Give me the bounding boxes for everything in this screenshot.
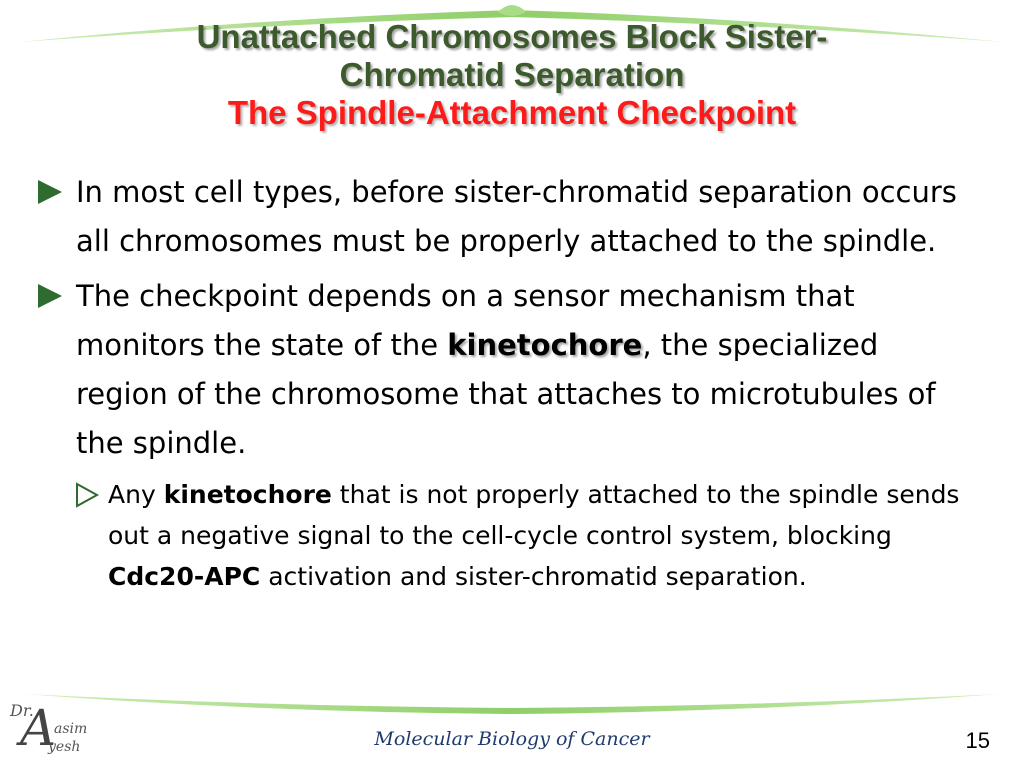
bullet-arrow-icon: [38, 284, 62, 308]
page-number: 15: [965, 728, 990, 753]
top-swoosh-decoration: [20, 5, 1004, 42]
sub-bullet-text-3: activation and sister-chromatid separati…: [260, 562, 807, 591]
logo-initial: A: [20, 699, 57, 757]
bullet-arrow-icon: [38, 180, 62, 204]
slide-content: In most cell types, before sister-chroma…: [38, 168, 978, 597]
logo-line-2: yesh: [48, 739, 81, 755]
title-line-2: Chromatid Separation: [339, 56, 685, 93]
logo-line-1: asim: [54, 721, 88, 737]
footer-course-title: Molecular Biology of Cancer: [374, 728, 650, 750]
bullet-item-2: The checkpoint depends on a sensor mecha…: [38, 272, 978, 468]
bullet-text-after: , the specialized region of the chromoso…: [76, 328, 936, 460]
keyword-kinetochore-sub: kinetochore: [163, 480, 332, 509]
keyword-kinetochore: kinetochore: [447, 328, 643, 362]
bullet-text: In most cell types, before sister-chroma…: [76, 175, 957, 258]
title-line-1: Unattached Chromosomes Block Sister-: [196, 18, 828, 55]
slide-title: Unattached Chromosomes Block Sister- Chr…: [40, 18, 984, 132]
sub-bullet-text-2: that is not properly attached to the spi…: [108, 480, 960, 550]
hollow-arrow-icon: [76, 482, 100, 508]
keyword-cdc20-apc: Cdc20-APC: [108, 562, 261, 591]
bullet-item-1: In most cell types, before sister-chroma…: [38, 168, 978, 266]
author-logo: Dr. A asim yesh: [8, 695, 98, 765]
sub-bullet-item: Any kinetochore that is not properly att…: [74, 474, 978, 597]
sub-bullet-text-1: Any: [108, 480, 164, 509]
bottom-swoosh-decoration: [24, 694, 1000, 714]
slide-subtitle: The Spindle-Attachment Checkpoint: [227, 94, 797, 131]
bullet-text-before: The checkpoint depends on a sensor mecha…: [76, 279, 855, 362]
logo-dr: Dr.: [10, 701, 34, 720]
